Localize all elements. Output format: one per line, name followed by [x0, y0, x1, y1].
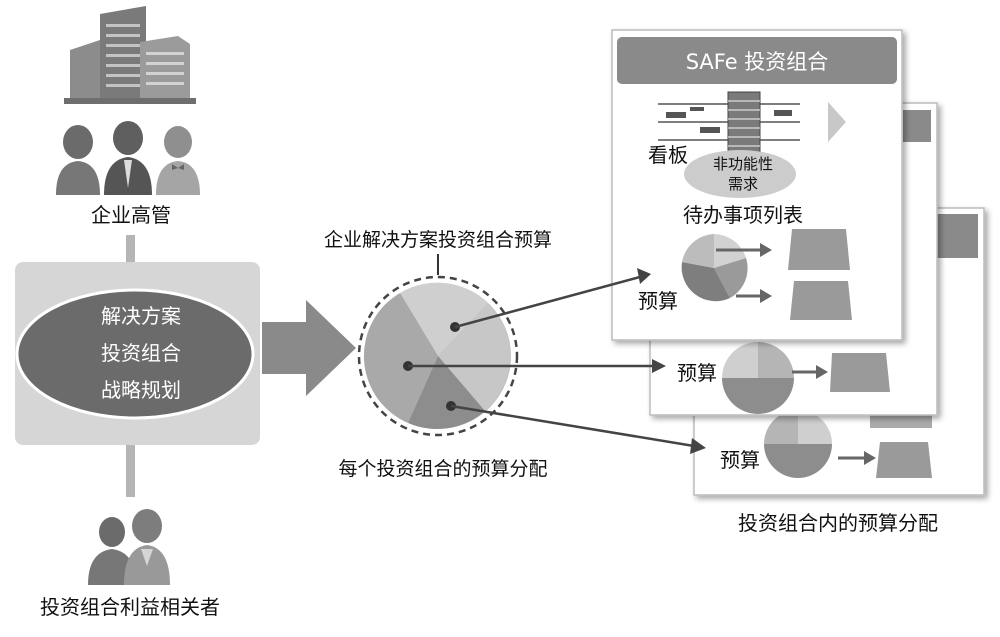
budget-label: 预算	[638, 289, 678, 313]
backlog-label: 待办事项列表	[683, 203, 803, 227]
budget-blocks	[788, 229, 852, 320]
nfr-label-line1: 非功能性	[713, 155, 773, 173]
nfr-oval	[684, 150, 796, 198]
budget-mini-pie-main	[681, 234, 772, 303]
mini-pie-2	[722, 342, 794, 414]
kanban-label: 看板	[648, 143, 688, 167]
card-title-bar	[617, 37, 897, 84]
budget-label-2: 预算	[677, 361, 717, 385]
allocation-arrows	[408, 268, 706, 454]
nfr-label-line2: 需求	[728, 175, 758, 193]
portfolio-budget-pie	[357, 275, 519, 437]
flow-arrow	[262, 300, 356, 396]
executives-icon	[56, 121, 200, 195]
stakeholders-icon	[88, 509, 170, 585]
connector-bottom	[126, 445, 135, 497]
oval-line-1: 解决方案	[101, 304, 181, 328]
center-top-label: 企业解决方案投资组合预算	[324, 229, 552, 251]
center-bottom-label: 每个投资组合的预算分配	[338, 458, 547, 480]
card-title: SAFe 投资组合	[686, 50, 829, 74]
oval-line-3: 战略规划	[101, 378, 181, 402]
strategy-panel	[15, 262, 260, 445]
executives-label: 企业高管	[91, 203, 171, 227]
oval-line-2: 投资组合	[101, 341, 181, 365]
kanban-icon	[658, 91, 846, 157]
budget-label-3: 预算	[720, 448, 760, 472]
mini-pie-3	[764, 410, 832, 478]
card-footer-label: 投资组合内的预算分配	[738, 511, 938, 535]
building-icon	[64, 6, 196, 104]
stakeholders-label: 投资组合利益相关者	[40, 595, 220, 619]
connector-top	[126, 235, 135, 263]
